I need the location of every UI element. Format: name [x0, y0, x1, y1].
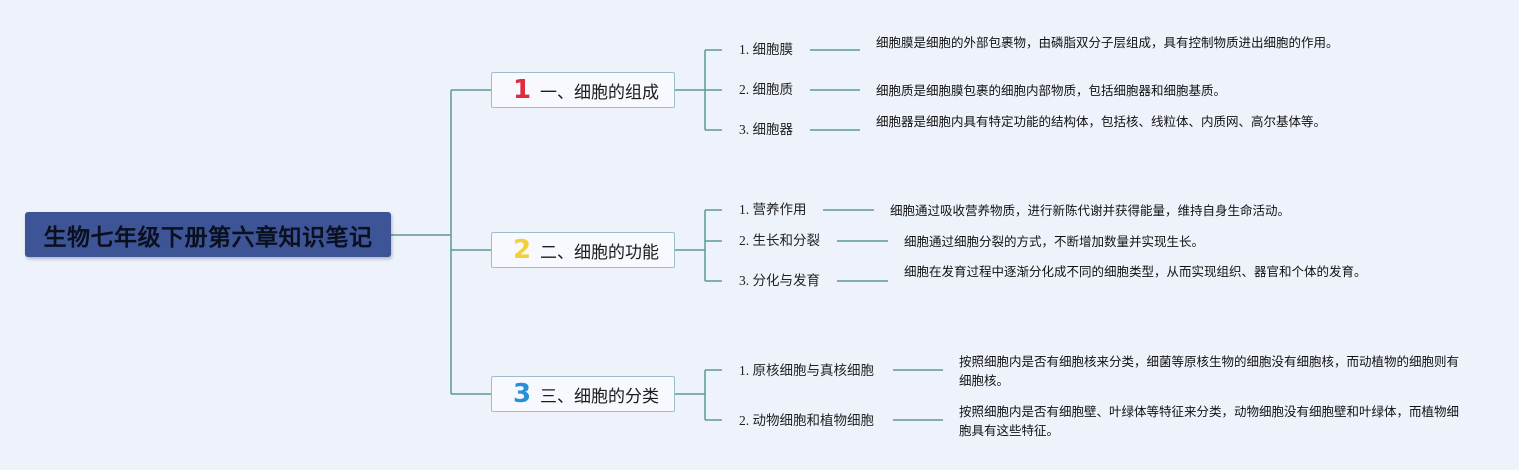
desc-differentiation: 细胞在发育过程中逐渐分化成不同的细胞类型，从而实现组织、器官和个体的发育。: [904, 264, 1367, 279]
desc-organelles: 细胞器是细胞内具有特定功能的结构体，包括核、线粒体、内质网、高尔基体等。: [876, 114, 1327, 129]
number-2-icon: 2: [512, 235, 532, 265]
desc-cell-membrane: 细胞膜是细胞的外部包裹物，由磷脂双分子层组成，具有控制物质进出细胞的作用。: [876, 35, 1339, 50]
desc-animal-plant: 按照细胞内是否有细胞壁、叶绿体等特征来分类，动物细胞没有细胞壁和叶绿体，而植物细…: [959, 404, 1460, 438]
leaf-organelles[interactable]: 3. 细胞器: [739, 122, 793, 137]
number-3-icon: 3: [512, 379, 532, 409]
leaf-growth-division[interactable]: 2. 生长和分裂: [739, 233, 820, 248]
number-1-icon: 1: [512, 75, 532, 105]
branch-composition[interactable]: 1 一、细胞的组成: [491, 72, 675, 108]
desc-prokaryote-eukaryote: 按照细胞内是否有细胞核来分类，细菌等原核生物的细胞没有细胞核，而动植物的细胞则有…: [959, 354, 1460, 388]
leaf-animal-plant[interactable]: 2. 动物细胞和植物细胞: [739, 413, 874, 428]
branch-label: 二、细胞的功能: [540, 242, 659, 263]
root-topic[interactable]: 生物七年级下册第六章知识笔记: [25, 212, 391, 257]
branch-function[interactable]: 2 二、细胞的功能: [491, 232, 675, 268]
desc-cytoplasm: 细胞质是细胞膜包裹的细胞内部物质，包括细胞器和细胞基质。: [876, 83, 1227, 98]
leaf-cell-membrane[interactable]: 1. 细胞膜: [739, 42, 793, 57]
leaf-prokaryote-eukaryote[interactable]: 1. 原核细胞与真核细胞: [739, 363, 874, 378]
branch-label: 一、细胞的组成: [540, 82, 659, 103]
leaf-cytoplasm[interactable]: 2. 细胞质: [739, 82, 793, 97]
desc-nutrition: 细胞通过吸收营养物质，进行新陈代谢并获得能量，维持自身生命活动。: [890, 203, 1291, 218]
root-title: 生物七年级下册第六章知识笔记: [43, 224, 373, 251]
branch-classification[interactable]: 3 三、细胞的分类: [491, 376, 675, 412]
branch-label: 三、细胞的分类: [540, 386, 659, 407]
leaf-differentiation[interactable]: 3. 分化与发育: [739, 273, 820, 288]
leaf-nutrition[interactable]: 1. 营养作用: [739, 202, 807, 217]
desc-growth-division: 细胞通过细胞分裂的方式，不断增加数量并实现生长。: [904, 234, 1205, 249]
